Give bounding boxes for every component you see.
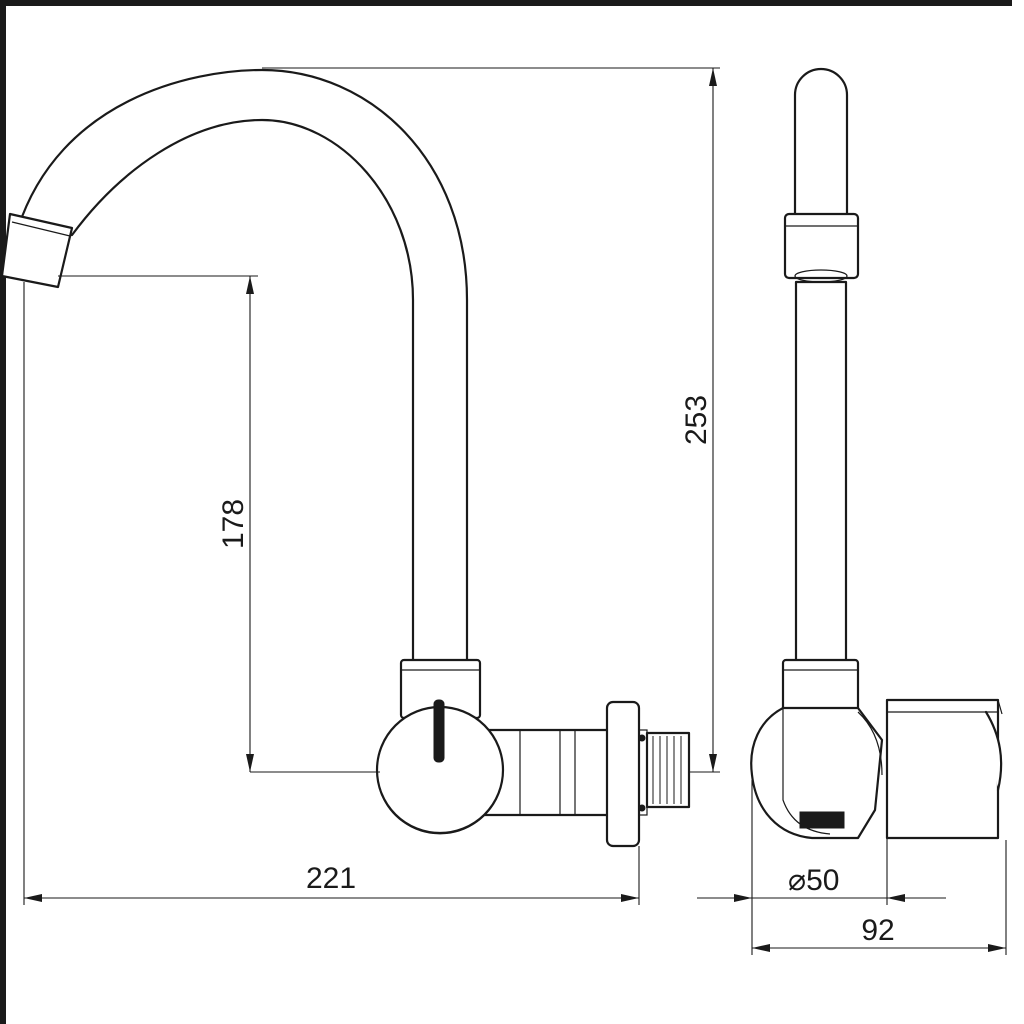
- dimension-depth: 92: [752, 840, 1007, 955]
- front-view-pipe: [793, 67, 849, 226]
- dimension-spout-height: 178: [58, 275, 380, 773]
- dimension-spout-height-label: 178: [217, 499, 250, 549]
- side-view-lever: [433, 699, 445, 763]
- front-view-elbow: [750, 706, 884, 840]
- front-view-wall-block: [885, 698, 1000, 840]
- diameter-value: 50: [806, 864, 839, 897]
- dimension-depth-label: 92: [861, 914, 894, 947]
- dimension-total-reach: 221: [23, 282, 640, 905]
- dimension-diameter: ⌀50: [697, 780, 946, 955]
- side-view-threaded-connector: [645, 731, 691, 809]
- side-view-wall-flange: [605, 700, 641, 848]
- side-view-spout: [16, 68, 469, 664]
- front-view-aerator: [783, 212, 860, 280]
- front-view: [750, 67, 1003, 840]
- dimension-total-height-label: 253: [680, 395, 713, 445]
- front-view-swivel-collar: [781, 658, 860, 714]
- thread-lines: [652, 736, 682, 804]
- diameter-symbol: ⌀: [788, 864, 806, 897]
- side-view: [0, 68, 691, 848]
- front-view-pipe-lower: [794, 280, 848, 664]
- dimension-total-reach-label: 221: [306, 862, 356, 895]
- dimension-total-height: 253: [262, 67, 720, 773]
- dimension-diameter-label: ⌀50: [788, 864, 839, 897]
